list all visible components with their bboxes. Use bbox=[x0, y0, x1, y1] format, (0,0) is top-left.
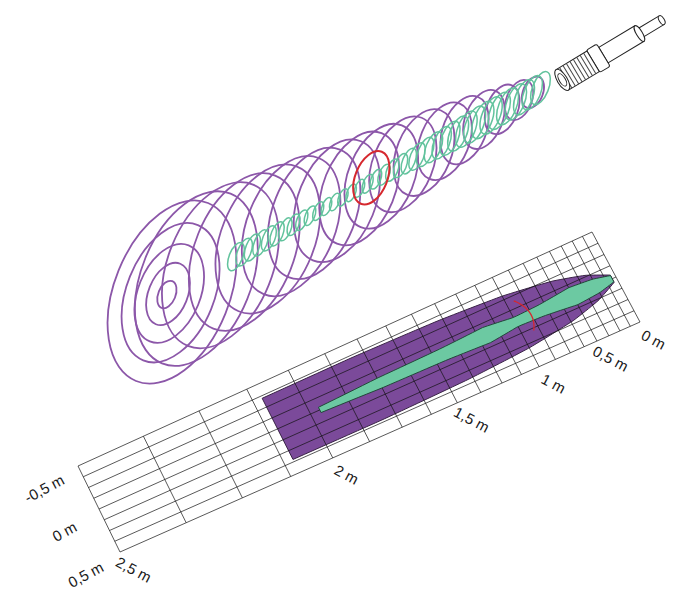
distance-label: 0 m bbox=[639, 327, 668, 352]
wide-beam-ring bbox=[83, 181, 262, 402]
grid-line bbox=[115, 311, 634, 542]
target-arc bbox=[514, 301, 534, 331]
narrow-beam-ring bbox=[501, 81, 531, 123]
distance-label: 2 m bbox=[332, 462, 361, 487]
narrow-beam-ring bbox=[310, 200, 326, 222]
wide-beam-ring bbox=[138, 256, 199, 331]
narrow-beam-ring bbox=[398, 146, 420, 176]
wide-beam-ring bbox=[111, 173, 281, 384]
distance-label: 0,5 m bbox=[591, 343, 631, 374]
narrow-beam-ring bbox=[509, 77, 539, 118]
narrow-beam-ring bbox=[224, 240, 248, 273]
narrow-beam-ring bbox=[518, 73, 547, 113]
sensor-body-end bbox=[632, 24, 646, 43]
wide-beam-ring bbox=[153, 278, 180, 311]
wide-beam-ring bbox=[139, 165, 301, 365]
narrow-beam-ring bbox=[368, 168, 385, 191]
distance-label: 1 m bbox=[539, 371, 568, 396]
wide-beam-ring bbox=[250, 134, 378, 293]
sensor-face bbox=[552, 67, 573, 93]
grid-line bbox=[110, 300, 629, 531]
wide-beam-area bbox=[262, 275, 614, 459]
narrow-beam-ring bbox=[276, 216, 295, 243]
narrow-beam-area bbox=[318, 276, 613, 413]
narrow-beam-ring bbox=[293, 208, 310, 232]
grid-line bbox=[120, 322, 640, 552]
narrow-beam-ring bbox=[492, 85, 523, 128]
grid-line bbox=[89, 255, 605, 488]
wide-beam-ring bbox=[103, 209, 239, 377]
grid-line bbox=[94, 266, 610, 499]
sensor-transducer bbox=[556, 72, 568, 87]
narrow-beam-ring bbox=[302, 204, 318, 227]
grid-line bbox=[104, 288, 622, 520]
sensor-connector-end bbox=[657, 15, 666, 26]
distance-label: 2,5 m bbox=[114, 554, 154, 585]
wide-beam-ring bbox=[121, 234, 218, 353]
narrow-beam-ring bbox=[484, 89, 515, 132]
wide-beam-ring bbox=[330, 113, 432, 239]
lateral-label: 0 m bbox=[50, 519, 79, 544]
narrow-beam-ring bbox=[390, 152, 410, 180]
lateral-label: 0,5 m bbox=[66, 559, 106, 590]
ultrasonic-sensor bbox=[551, 8, 670, 94]
beam-cone bbox=[83, 69, 555, 403]
narrow-beam-ring bbox=[267, 220, 287, 248]
lateral-label: -0,5 m bbox=[22, 471, 67, 504]
narrow-beam-ring bbox=[475, 94, 506, 138]
narrow-beam-ring bbox=[459, 103, 490, 146]
narrow-beam-ring bbox=[383, 157, 402, 183]
narrow-beam-ring bbox=[467, 98, 498, 141]
distance-label: 1,5 m bbox=[451, 404, 491, 435]
grid-line bbox=[78, 232, 592, 466]
wide-beam-ring bbox=[223, 142, 360, 311]
target-ring bbox=[346, 146, 397, 210]
sensor-thread bbox=[556, 51, 599, 90]
grid-line bbox=[83, 243, 598, 477]
wide-beam-ring bbox=[195, 149, 340, 329]
narrow-beam-ring bbox=[284, 212, 302, 237]
